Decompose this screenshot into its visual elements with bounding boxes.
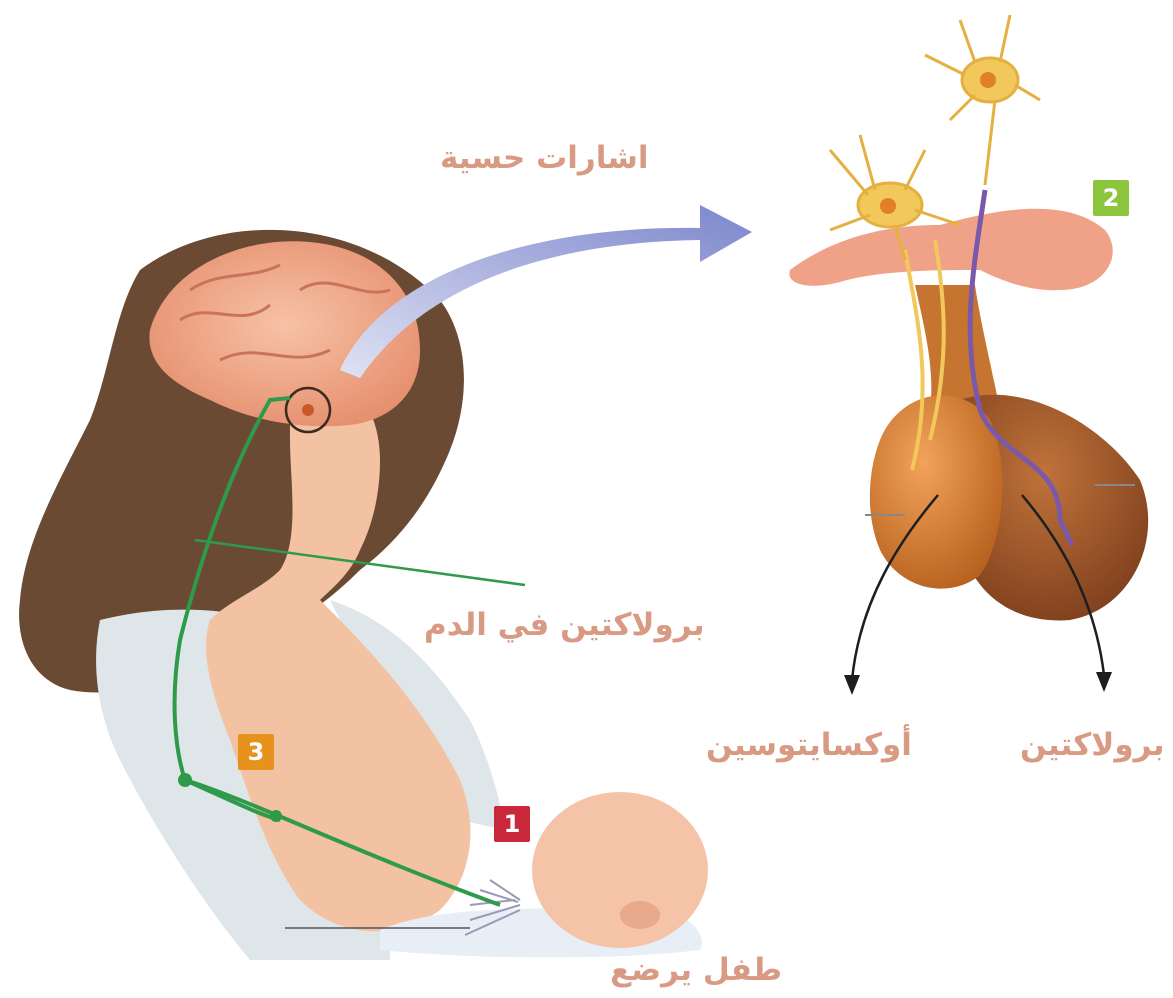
step-1-badge: 1: [494, 806, 530, 842]
baby-head: [532, 792, 708, 948]
step-2-badge: 2: [1093, 180, 1129, 216]
stalk: [915, 285, 1000, 410]
mother-figure: [19, 230, 505, 960]
step-3-badge: 3: [238, 734, 274, 770]
prolactin-label: برولاكتين: [1020, 730, 1165, 761]
anterior-lobe: [870, 395, 1002, 588]
sensory-signals-label: اشارات حسية: [440, 143, 649, 174]
pituitary-gland: [789, 190, 1148, 620]
prolactin-in-blood-label: برولاكتين في الدم: [424, 610, 705, 641]
nursing-baby-label: طفل يرضع: [610, 955, 782, 986]
oxytocin-label: أوكسايتوسين: [706, 730, 912, 761]
